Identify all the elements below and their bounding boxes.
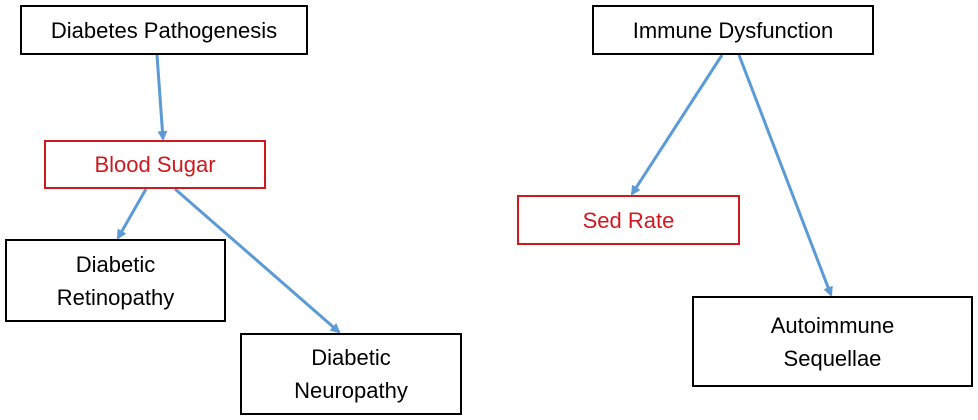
node-blood-sugar: Blood Sugar [44, 140, 266, 189]
node-immune-dysfunction: Immune Dysfunction [592, 5, 874, 55]
node-autoimmune-sequellae: Autoimmune Sequellae [692, 296, 973, 387]
arrow-immune-to-autoimmune [737, 54, 833, 297]
node-label: Diabetic Neuropathy [294, 345, 408, 403]
node-label: Blood Sugar [94, 152, 216, 177]
node-label: Diabetes Pathogenesis [50, 17, 278, 43]
node-diabetic-retinopathy: Diabetic Retinopathy [5, 239, 226, 322]
node-diabetic-neuropathy: Diabetic Neuropathy [240, 333, 462, 415]
node-label: Autoimmune Sequellae [770, 312, 895, 371]
arrow-pathogenesis-to-blood-sugar [155, 54, 168, 141]
arrow-blood-sugar-to-retinopathy [116, 188, 148, 240]
arrow-immune-to-sed-rate [630, 54, 724, 196]
node-label: Immune Dysfunction [632, 17, 834, 43]
node-diabetes-pathogenesis: Diabetes Pathogenesis [20, 5, 308, 55]
node-label: Diabetic Retinopathy [56, 251, 175, 310]
node-label: Sed Rate [582, 207, 675, 233]
node-sed-rate: Sed Rate [517, 195, 740, 245]
